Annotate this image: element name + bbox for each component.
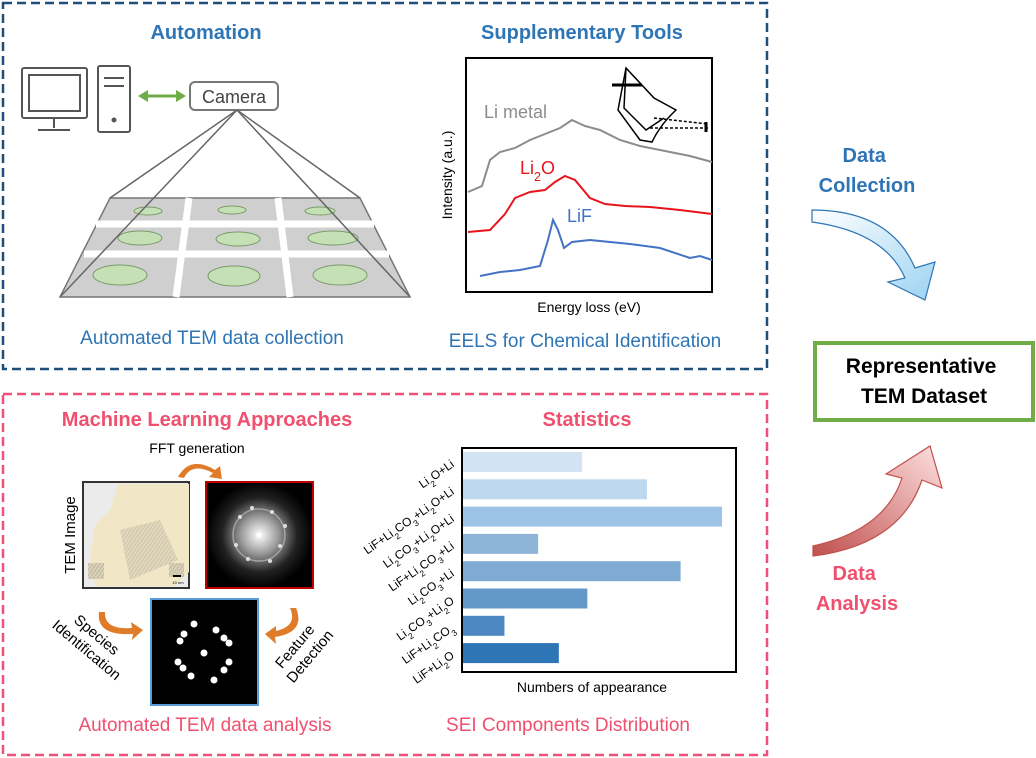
chart-xlabel: Numbers of appearance (517, 679, 667, 695)
feature-label: Feature Detection (270, 615, 338, 686)
eels-caption: EELS for Chemical Identification (449, 331, 721, 352)
bar-5 (463, 588, 588, 609)
eels-ylabel: Intensity (a.u.) (439, 131, 455, 220)
representative-dataset-box: Representative TEM Dataset (813, 341, 1035, 422)
tem-grid-pyramid (58, 109, 412, 298)
bar-1 (463, 479, 647, 500)
automation-title: Automation (150, 22, 261, 44)
label-li2o: Li2O (520, 158, 555, 184)
automation-caption: Automated TEM data collection (80, 328, 344, 349)
svg-text:Camera: Camera (202, 87, 267, 107)
species-arrow-icon (98, 612, 143, 640)
computer-monitor-icon (21, 67, 88, 131)
down-arrow-icon (811, 209, 936, 301)
feature-detection-image (150, 598, 259, 706)
tools-title: Supplementary Tools (481, 22, 683, 44)
data-analysis-frame (1, 392, 769, 757)
camera-box: Camera (189, 81, 279, 111)
data-collection-label: Data Collection (819, 145, 916, 197)
stats-title: Statistics (543, 409, 632, 431)
feature-arrow-icon (265, 608, 299, 644)
series-lif (479, 217, 713, 277)
eels-plot: Intensity (a.u.) Energy loss (eV) Li met… (439, 57, 713, 315)
tem-image: 10 nm (82, 481, 190, 589)
label-li-metal: Li metal (484, 102, 547, 122)
eels-xlabel: Energy loss (eV) (537, 299, 640, 315)
fft-image (205, 481, 314, 589)
bar-4 (463, 561, 681, 582)
data-analysis-label: Data Analysis (816, 563, 898, 615)
ml-title: Machine Learning Approaches (62, 409, 352, 431)
ml-caption: Automated TEM data analysis (78, 715, 331, 736)
svg-text:Representative TEM Datas: Representative TEM Dataset (846, 355, 1002, 408)
tem-image-label: TEM Image (62, 496, 79, 574)
series-li2o (467, 174, 713, 233)
fft-arrow-icon (178, 463, 222, 479)
computer-tower-icon (97, 65, 131, 133)
label-lif: LiF (567, 206, 592, 226)
up-arrow-icon (812, 445, 943, 557)
stats-caption: SEI Components Distribution (446, 715, 690, 736)
double-arrow-icon (138, 90, 186, 102)
category-label: Li2O+Li (416, 457, 459, 495)
fft-label: FFT generation (149, 440, 244, 456)
bar-7 (463, 643, 559, 664)
species-label: Species Identification (49, 603, 136, 684)
data-collection-frame (1, 1, 769, 371)
scale-bar-label: 10 nm (172, 580, 184, 585)
bar-6 (463, 615, 505, 636)
bar-chart: Li2O+LiLiF+Li2CO3+Li2O+LiLi2CO3+Li2O+LiL… (361, 447, 737, 687)
bar-0 (463, 452, 583, 472)
bar-3 (463, 533, 539, 554)
bar-2 (463, 506, 723, 527)
series-li-metal (467, 118, 713, 193)
spectrometer-icon (612, 66, 709, 143)
